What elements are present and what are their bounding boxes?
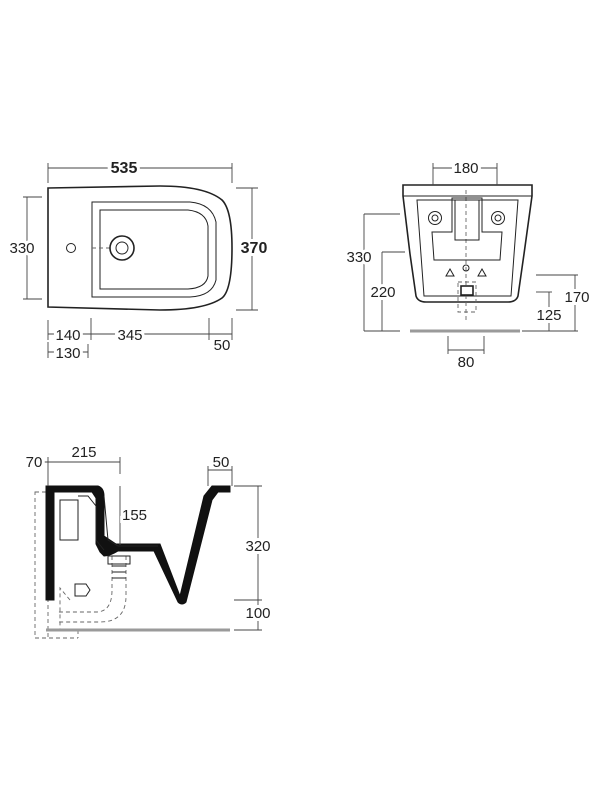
fixing-hole-right-inner-icon (494, 214, 502, 222)
top-view-bowl-inner (99, 209, 209, 290)
side-view-trap-dashed (58, 556, 127, 630)
dim-label-220: 220 (370, 284, 395, 301)
side-view: 70 215 50 155 320 100 (23, 441, 274, 639)
side-view-bowl-inner (103, 495, 158, 547)
dim-label-125: 125 (536, 307, 561, 324)
dim-label-100: 100 (245, 605, 270, 622)
bolt-right-icon (477, 267, 487, 277)
dim-label-70: 70 (26, 454, 43, 471)
dim-label-330-left: 330 (9, 240, 34, 257)
front-view-drain-dashed (457, 281, 477, 313)
dim-label-80: 80 (458, 354, 475, 371)
fixing-hole-right-icon (491, 211, 505, 225)
dim-label-320: 320 (245, 538, 270, 555)
top-view-bowl-outer (91, 201, 217, 298)
small-fitting-icon (462, 264, 470, 272)
side-view-overflow-box (59, 499, 79, 541)
dim-label-170: 170 (564, 289, 589, 306)
tap-hole-icon (66, 243, 76, 253)
fixing-hole-left-icon (428, 211, 442, 225)
top-view-outline (47, 185, 233, 311)
bolt-left-icon (445, 267, 455, 277)
side-view-inner-channel (78, 495, 105, 551)
drain-outer-icon (109, 235, 135, 261)
drain-inner-icon (115, 241, 129, 255)
fixing-hole-left-inner-icon (431, 214, 439, 222)
dim-label-345: 345 (117, 327, 142, 344)
dim-label-180: 180 (453, 160, 478, 177)
dim-label-130: 130 (55, 345, 80, 362)
front-view-inner-back (416, 199, 519, 297)
front-view-center-block-inner (454, 199, 480, 241)
dim-label-50-side: 50 (213, 454, 230, 471)
side-view-bolt-icon (74, 583, 91, 597)
front-view-drain-icon (460, 285, 474, 296)
side-view-body-section (45, 485, 231, 605)
front-view-center-block (431, 197, 503, 261)
dim-label-155: 155 (122, 507, 147, 524)
dim-label-330-front: 330 (346, 249, 371, 266)
dim-label-370: 370 (241, 240, 268, 257)
dim-label-535: 535 (111, 160, 138, 177)
dim-label-140: 140 (55, 327, 80, 344)
dim-label-215: 215 (71, 444, 96, 461)
dim-label-50-top: 50 (214, 337, 231, 354)
side-view-thread-icon (112, 565, 126, 579)
top-view: 535 330 370 140 345 50 130 (6, 157, 270, 365)
front-view-body (402, 184, 533, 303)
front-view: 180 330 220 170 125 80 (343, 157, 592, 371)
side-view-trap-fitting (107, 555, 131, 565)
